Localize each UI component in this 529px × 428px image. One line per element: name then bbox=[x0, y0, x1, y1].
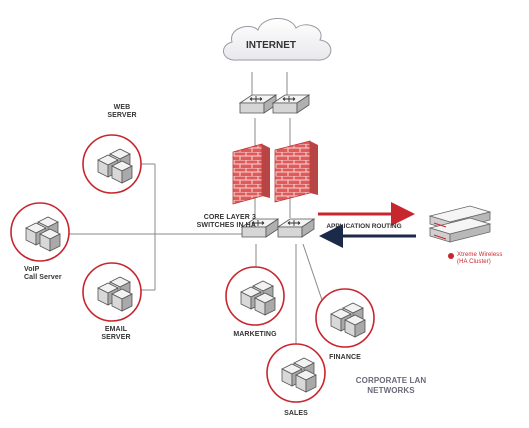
internet-label: INTERNET bbox=[246, 40, 296, 51]
finance-node bbox=[315, 288, 375, 348]
core-switches-label: CORE LAYER 3 SWITCHES IN HA bbox=[196, 214, 256, 229]
finance-label: FINANCE bbox=[329, 354, 361, 361]
router-icon bbox=[272, 94, 310, 114]
sales-node bbox=[266, 343, 326, 403]
appliance-box-icon bbox=[428, 205, 492, 243]
firewall-brick-icon bbox=[232, 143, 270, 205]
corporate-lan-label: CORPORATE LAN NETWORKS bbox=[355, 376, 427, 395]
application-routing-label: APPLICATION ROUTING bbox=[326, 223, 401, 230]
web-server-node bbox=[82, 134, 142, 194]
switch-icon bbox=[277, 218, 315, 238]
internet-cloud-icon bbox=[223, 18, 332, 61]
marketing-node bbox=[225, 266, 285, 326]
voip-server-label: VoIP Call Server bbox=[24, 266, 62, 281]
brand-dot-icon bbox=[448, 253, 454, 259]
email-server-node bbox=[82, 262, 142, 322]
sales-label: SALES bbox=[284, 410, 308, 417]
email-server-label: EMAIL SERVER bbox=[101, 326, 131, 341]
firewall-brick-icon bbox=[274, 140, 318, 203]
appliance-label: Xtreme Wireless (HA Cluster) bbox=[457, 252, 503, 265]
marketing-label: MARKETING bbox=[233, 331, 277, 338]
voip-server-node bbox=[10, 202, 70, 262]
router-icon bbox=[239, 94, 277, 114]
web-server-label: WEB SERVER bbox=[107, 104, 137, 119]
